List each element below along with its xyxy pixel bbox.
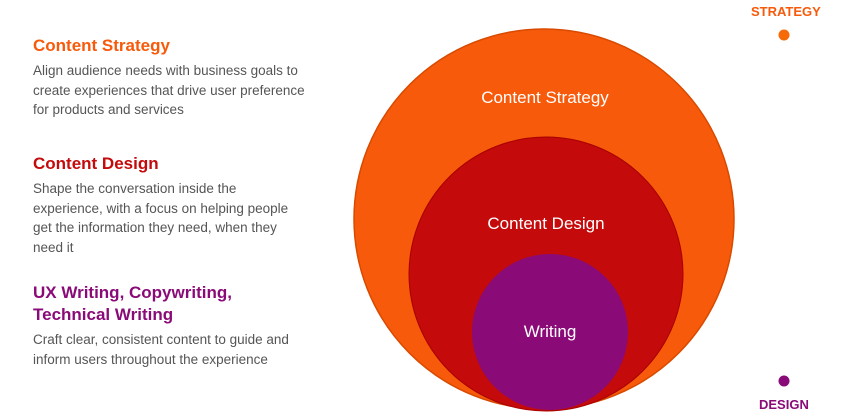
- section-body: Align audience needs with business goals…: [33, 63, 305, 117]
- circle-writing: [472, 254, 628, 410]
- scale-label-design: DESIGN: [759, 397, 809, 412]
- section-title: Content Design: [33, 154, 159, 173]
- circle-label-strategy: Content Strategy: [481, 88, 609, 107]
- section-content-strategy: Content Strategy Align audience needs wi…: [33, 35, 323, 120]
- circle-label-design: Content Design: [487, 214, 604, 233]
- section-title: UX Writing, Copywriting, Technical Writi…: [33, 283, 232, 324]
- scale-bottom-dot: [778, 375, 790, 387]
- section-body: Shape the conversation inside the experi…: [33, 181, 289, 255]
- section-title: Content Strategy: [33, 36, 170, 55]
- section-content-design: Content Design Shape the conversation in…: [33, 153, 323, 257]
- scale-top-dot: [778, 29, 790, 41]
- scale-label-strategy: STRATEGY: [751, 4, 821, 19]
- circle-label-writing: Writing: [524, 322, 577, 341]
- section-body: Craft clear, consistent content to guide…: [33, 332, 289, 367]
- section-ux-writing: UX Writing, Copywriting, Technical Writi…: [33, 282, 323, 369]
